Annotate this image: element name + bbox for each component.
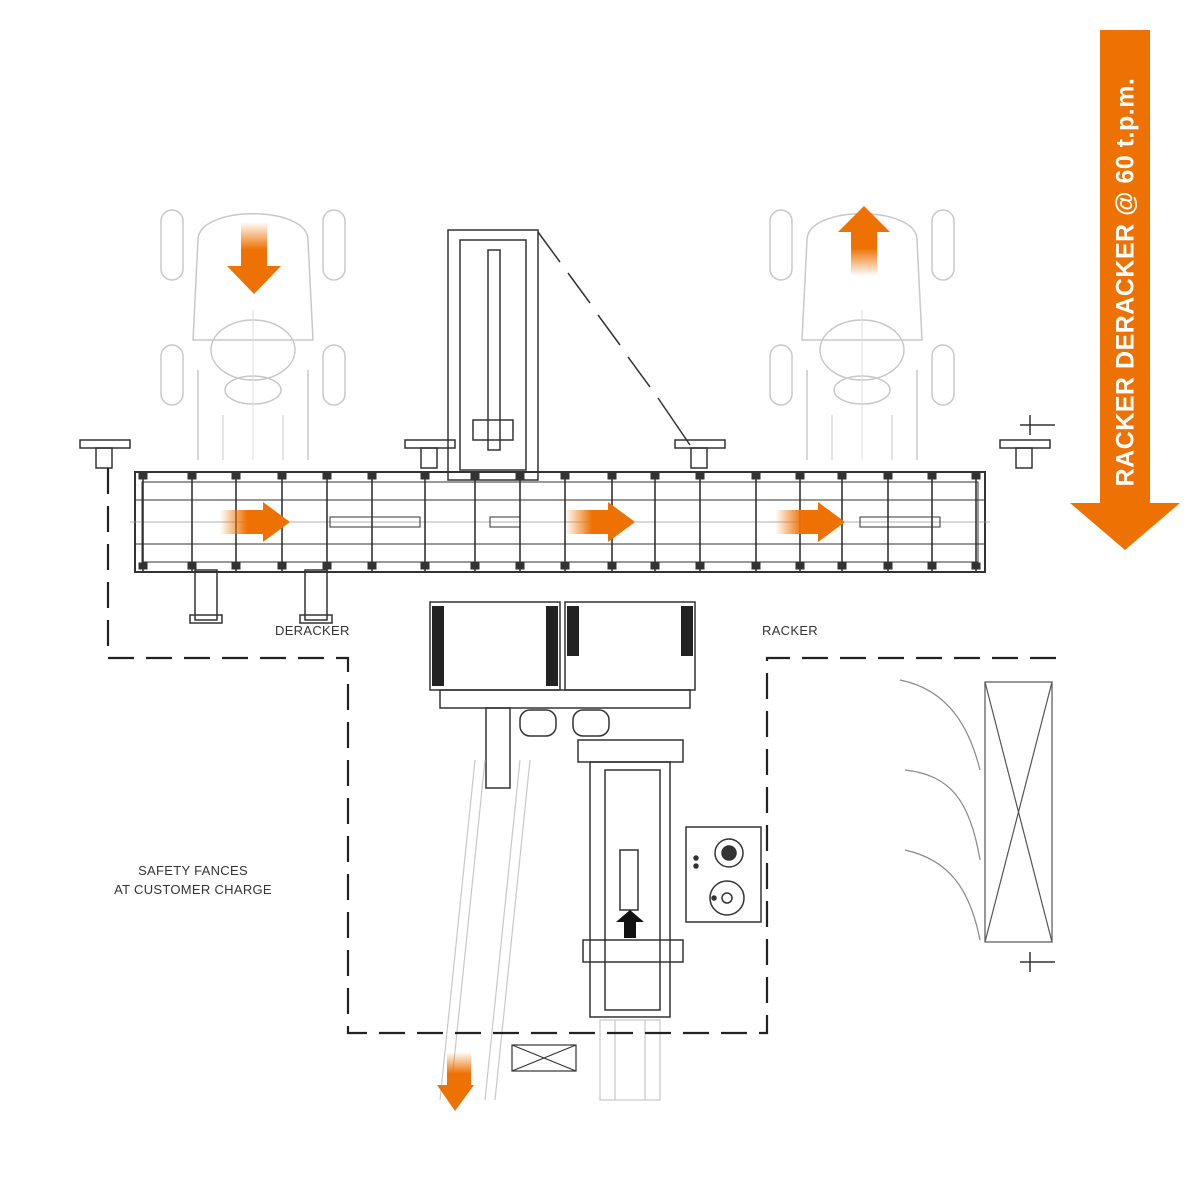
orange-arrow-icon — [220, 502, 290, 542]
safety-fence-note-line1: SAFETY FANCES — [138, 863, 248, 878]
orange-arrow-icon — [565, 502, 635, 542]
orange-arrow-icon — [437, 1052, 474, 1111]
black-arrow-icon — [616, 910, 644, 938]
top-frame — [447, 229, 691, 481]
orange-arrow-icon — [227, 222, 281, 294]
racker-infeed-conveyor — [577, 739, 684, 1018]
title-banner-arrow — [1070, 30, 1180, 550]
racker-label: RACKER — [762, 623, 818, 638]
orange-arrow-icon — [838, 206, 890, 276]
safety-fence-note: SAFETY FANCES AT CUSTOMER CHARGE — [100, 861, 286, 899]
pallet-crossed-box-icon — [511, 1044, 577, 1072]
safety-fence-note-line2: AT CUSTOMER CHARGE — [114, 882, 272, 897]
orange-arrow-icon — [775, 502, 845, 542]
deracker-label: DERACKER — [275, 623, 350, 638]
safety-fence — [106, 468, 1056, 1035]
head-cylinders — [432, 606, 693, 686]
control-panel — [685, 826, 762, 923]
pallet-crossed-box-icon — [899, 679, 1053, 943]
machine-heads — [429, 601, 696, 789]
title-text: RACKER DERACKER @ 60 t.p.m. — [1111, 77, 1140, 487]
mount-brackets — [79, 415, 1055, 972]
